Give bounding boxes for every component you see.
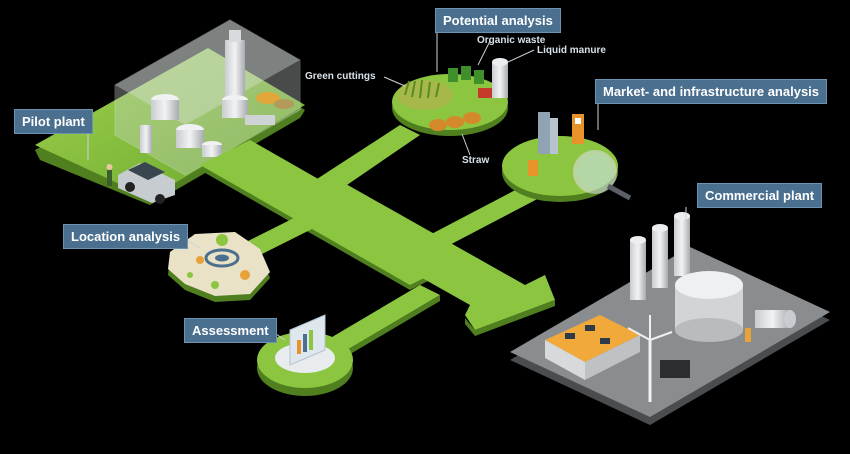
magnifier-icon: [573, 150, 617, 194]
silo-icon: [492, 62, 508, 98]
potential-analysis-label: Potential analysis: [435, 8, 561, 33]
market-analysis-disc: [502, 112, 632, 202]
location-analysis-label: Location analysis: [63, 224, 189, 249]
potential-analysis-disc: [392, 58, 508, 136]
pilot-plant-label: Pilot plant: [14, 109, 93, 134]
assessment-disc: [257, 314, 353, 396]
car-icon: [118, 162, 175, 204]
pilot-plant-platform: [35, 19, 305, 205]
process-path: [200, 125, 555, 366]
digester-icon: [675, 271, 743, 299]
commercial-plant-platform: [510, 212, 830, 425]
commercial-plant-label: Commercial plant: [697, 183, 823, 208]
silo-row: [630, 212, 690, 300]
liquid-manure-label: Liquid manure: [537, 45, 606, 56]
leader-lines: [87, 27, 687, 341]
assessment-label: Assessment: [184, 318, 277, 343]
organic-waste-label: Organic waste: [477, 35, 546, 46]
straw-label: Straw: [462, 155, 490, 166]
location-analysis-map: [168, 232, 270, 302]
location-pin-icon: [216, 234, 228, 246]
green-cuttings-label: Green cuttings: [305, 71, 376, 82]
market-infrastructure-label: Market- and infrastructure analysis: [595, 79, 828, 104]
tower-icon: [225, 40, 245, 110]
